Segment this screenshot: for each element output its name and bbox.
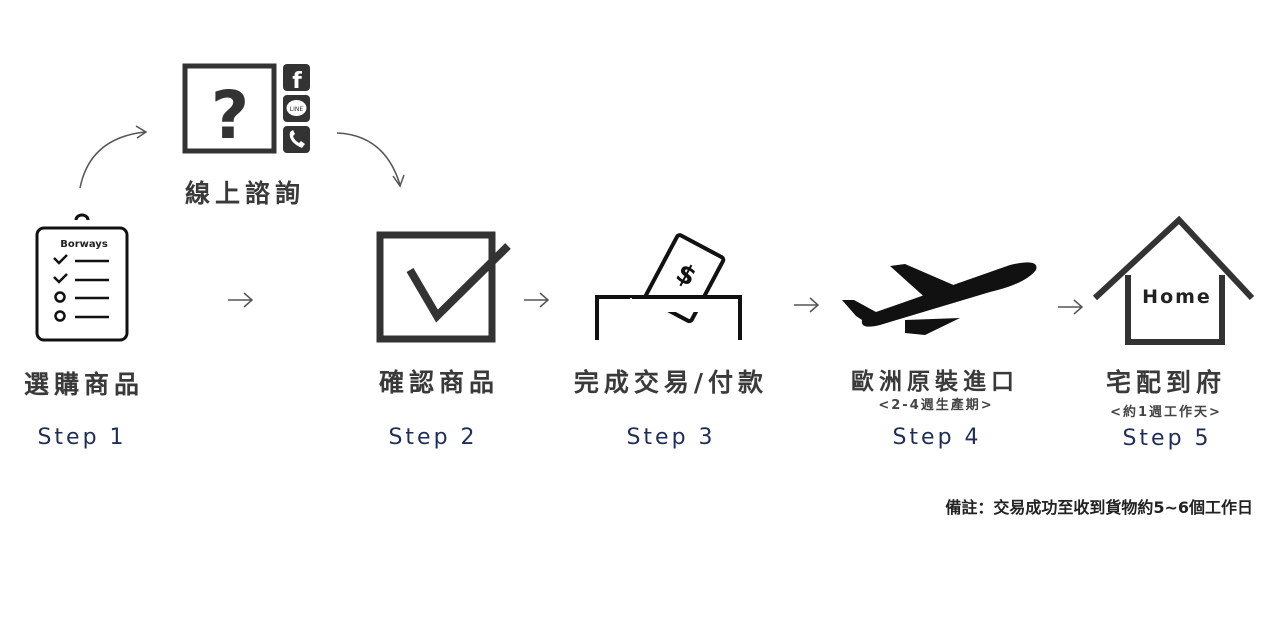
step5-title: 宅配到府 [1105,368,1227,397]
curved-arrow-icon [336,132,405,188]
svg-text:LINE: LINE [290,106,304,113]
step4-title: 歐洲原裝進口 [851,369,1019,395]
step5-sub: <約1週工作天> [1110,405,1222,420]
phone-icon [283,126,310,153]
step2-label: Step 2 [388,425,478,450]
step2-title: 確認商品 [378,368,500,397]
step4-sub: <2-4週生產期> [878,398,994,413]
curved-arrow-icon [79,125,148,189]
payment-box-icon: $ [595,233,742,340]
clipboard-icon [35,213,129,342]
step1-title: 選購商品 [23,370,145,399]
arrow-icon [228,292,1084,315]
step3-label: Step 3 [626,425,716,450]
svg-text:f: f [292,69,302,94]
step1-label: Step 1 [37,425,127,450]
checkbox-icon [376,231,511,343]
clipboard-logo: Borways [60,239,108,250]
consult-title: 線上諮詢 [184,179,306,208]
step3-title: 完成交易/付款 [573,368,769,397]
question-icon: ? [182,63,277,154]
airplane-icon [842,262,1037,335]
delivery-note: 備註：交易成功至收到貨物約5~6個工作日 [945,498,1253,517]
step4-label: Step 4 [892,425,982,450]
house-icon [1092,215,1255,345]
svg-text:?: ? [211,77,249,154]
facebook-icon: f [283,64,310,94]
house-label: Home [1142,286,1212,308]
step5-label: Step 5 [1122,426,1212,451]
line-icon: LINE [283,95,310,122]
